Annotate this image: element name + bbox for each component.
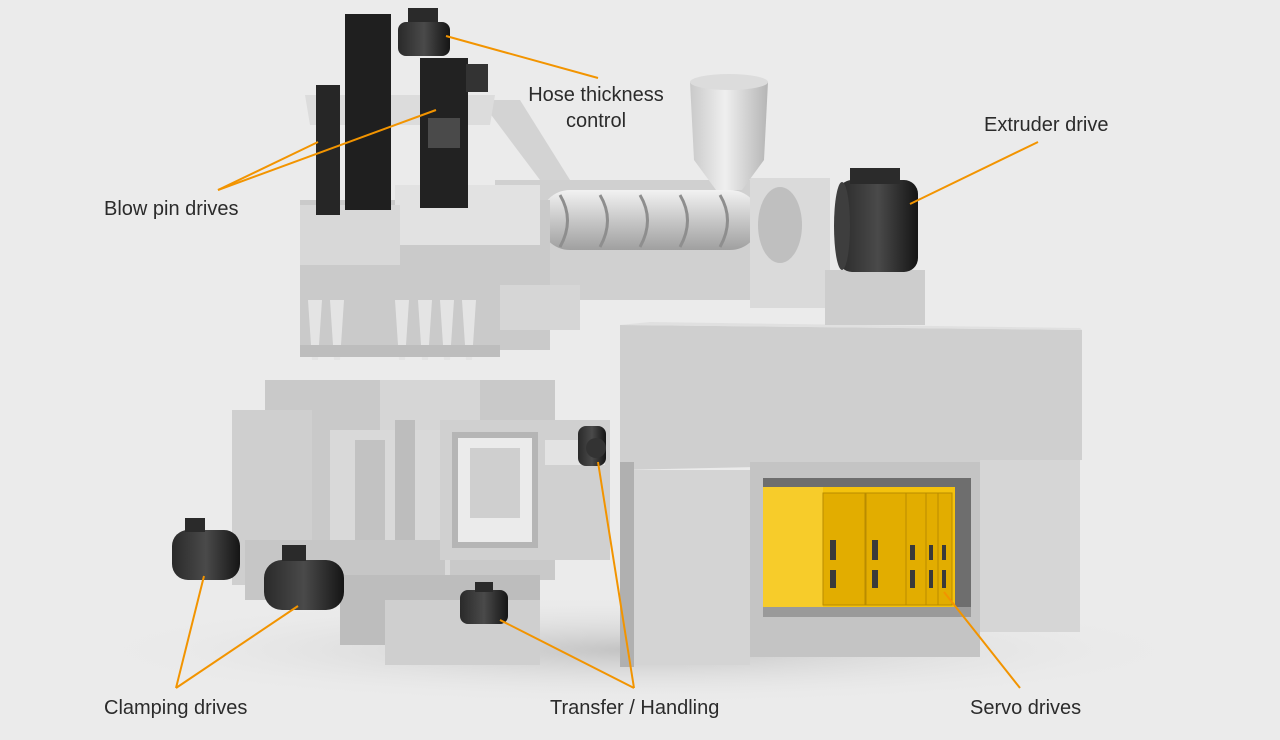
hopper <box>690 82 768 190</box>
callout-line: Servo drives <box>970 697 1082 719</box>
leader-blow-pin-2 <box>217 109 437 191</box>
motor-icon <box>460 582 508 624</box>
callout-line: Hose thickness <box>528 84 664 106</box>
callout-line: Transfer / Handling <box>550 697 720 719</box>
motor-icon <box>172 518 240 580</box>
leader-clamping-1 <box>175 575 205 689</box>
callout-clamping-drives: Clamping drives <box>104 695 247 721</box>
callout-line: Extruder drive <box>984 114 1109 136</box>
motor-icon <box>834 168 918 272</box>
callout-line: control <box>565 110 627 132</box>
leader-hose-thickness <box>445 35 599 79</box>
callout-extruder-drive: Extruder drive <box>984 112 1109 138</box>
leader-blow-pin-1 <box>217 141 319 191</box>
leader-transfer-1 <box>499 619 635 689</box>
callout-transfer-handling: Transfer / Handling <box>550 695 719 721</box>
leader-lines <box>175 35 1039 689</box>
callout-hose-thickness-control: Hose thickness control <box>513 82 679 134</box>
leader-servo <box>943 591 1021 689</box>
motor-icon <box>398 8 488 208</box>
blow-pin-columns <box>316 14 391 215</box>
die-head-assembly <box>300 95 580 360</box>
leader-extruder <box>909 141 1039 205</box>
callout-line: Blow pin drives <box>104 198 239 220</box>
callout-blow-pin-drives: Blow pin drives <box>104 196 239 222</box>
motor-icon <box>264 545 344 610</box>
servo-cabinet-icon <box>763 478 971 617</box>
callout-servo-drives: Servo drives <box>970 695 1081 721</box>
callout-line: Clamping drives <box>104 697 248 719</box>
leader-clamping-2 <box>175 605 299 689</box>
motor-icon <box>578 426 606 466</box>
leader-transfer-2 <box>597 461 635 689</box>
